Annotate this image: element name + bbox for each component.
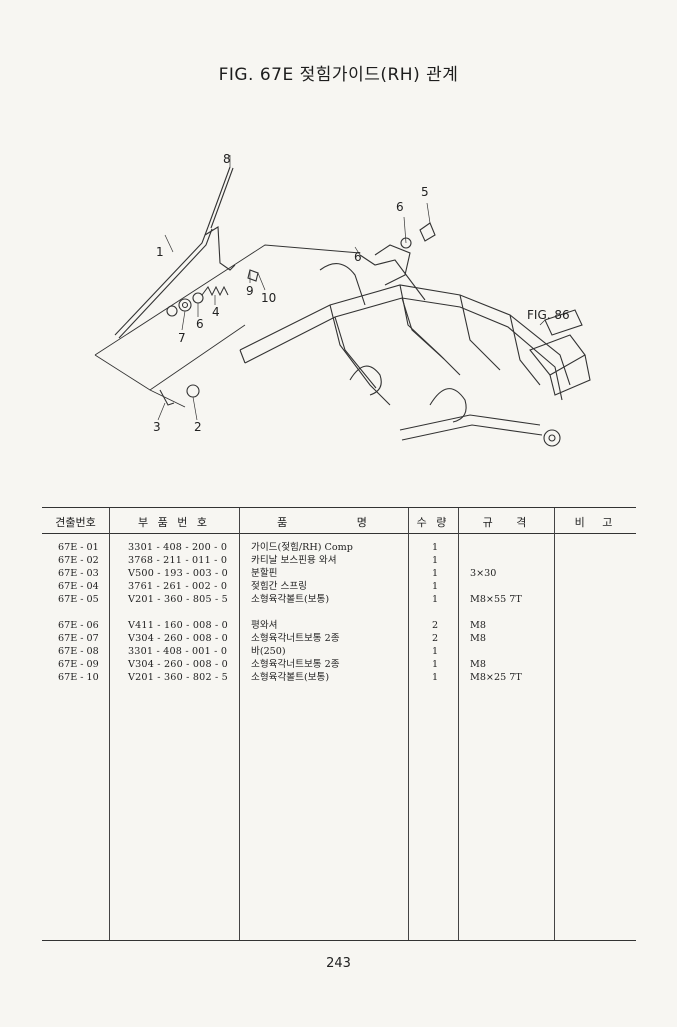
row-quantity: 1 — [431, 659, 439, 670]
row-name: 소형육각볼트(보통) — [251, 594, 330, 605]
callout-8: 8 — [223, 152, 231, 166]
table-row: 67E - 01 3301 - 408 - 200 - 0 가이드(젖힘/RH)… — [42, 541, 636, 554]
row-quantity: 2 — [431, 633, 439, 644]
callout-10: 10 — [261, 291, 277, 305]
row-name: 평와셔 — [251, 620, 278, 631]
row-part-number: V304 - 260 - 008 - 0 — [128, 633, 228, 644]
callout-4: 4 — [212, 305, 220, 319]
header-quantity: 수 량 — [416, 516, 450, 529]
table-row: 67E - 02 3768 - 211 - 011 - 0 카티날 보스핀용 와… — [42, 554, 636, 567]
table-row: 67E - 07 V304 - 260 - 008 - 0 소형육각너트보통 2… — [42, 632, 636, 645]
table-row: 67E - 10 V201 - 360 - 802 - 5 소형육각볼트(보통)… — [42, 671, 636, 684]
row-part-number: 3301 - 408 - 001 - 0 — [128, 646, 228, 657]
row-part-number: V304 - 260 - 008 - 0 — [128, 659, 228, 670]
row-no: 67E - 10 — [58, 672, 99, 683]
header-spec: 규 격 — [482, 516, 530, 529]
row-no: 67E - 08 — [58, 646, 99, 657]
row-quantity: 1 — [431, 581, 439, 592]
header-no: 견출번호 — [55, 516, 96, 529]
callout-1: 1 — [156, 245, 164, 259]
row-part-number: V201 - 360 - 805 - 5 — [128, 594, 228, 605]
row-name: 바(250) — [251, 646, 286, 657]
row-quantity: 1 — [431, 646, 439, 657]
header-name: 품 명 — [277, 516, 370, 529]
table-body: 67E - 01 3301 - 408 - 200 - 0 가이드(젖힘/RH)… — [42, 541, 636, 684]
row-no: 67E - 04 — [58, 581, 99, 592]
rod-part — [207, 166, 231, 228]
row-part-number: V500 - 193 - 003 - 0 — [128, 568, 228, 579]
row-name: 분할핀 — [251, 568, 278, 579]
row-spec: M8 — [470, 659, 486, 670]
callout-9: 9 — [246, 284, 254, 298]
row-name: 소형육각너트보통 2종 — [251, 633, 340, 644]
parts-diagram: 8 1 6 5 6 9 10 4 6 7 3 2 — [90, 145, 610, 485]
row-no: 67E - 01 — [58, 542, 99, 553]
row-part-number: V201 - 360 - 802 - 5 — [128, 672, 228, 683]
table-bottom-rule — [42, 940, 636, 941]
callout-6-top: 6 — [396, 200, 404, 214]
callout-7: 7 — [178, 331, 186, 345]
row-part-number: 3761 - 261 - 002 - 0 — [128, 581, 228, 592]
row-quantity: 1 — [431, 672, 439, 683]
exploded-view-drawing — [94, 155, 591, 447]
row-no: 67E - 06 — [58, 620, 99, 631]
row-name: 카티날 보스핀용 와셔 — [251, 555, 337, 566]
row-spec: M8×25 7T — [470, 672, 522, 683]
row-spec: M8×55 7T — [470, 594, 522, 605]
row-name: 가이드(젖힘/RH) Comp — [251, 542, 353, 553]
row-name: 젖힘간 스프링 — [251, 581, 308, 592]
row-spec: M8 — [470, 620, 486, 631]
page-number: 243 — [326, 956, 351, 971]
table-row: 67E - 06 V411 - 160 - 008 - 0 평와셔 2 M8 — [42, 619, 636, 632]
header-remarks: 비 고 — [574, 516, 616, 529]
callout-2: 2 — [194, 420, 202, 434]
table-row: 67E - 03 V500 - 193 - 003 - 0 분할핀 1 3×30 — [42, 567, 636, 580]
callout-3: 3 — [153, 420, 161, 434]
parts-table: 견출번호 부 품 번 호 품 명 수 량 규 격 비 고 67E - 01 33… — [42, 507, 636, 941]
row-part-number: 3301 - 408 - 200 - 0 — [128, 542, 228, 553]
row-spec: 3×30 — [470, 568, 497, 579]
row-part-number: V411 - 160 - 008 - 0 — [128, 620, 228, 631]
page-title: FIG. 67E 젖힘가이드(RH) 관계 — [218, 65, 459, 85]
row-quantity: 1 — [431, 542, 439, 553]
table-row: 67E - 04 3761 - 261 - 002 - 0 젖힘간 스프링 1 — [42, 580, 636, 593]
figure-reference: FIG. 86 — [527, 308, 570, 322]
row-spec: M8 — [470, 633, 486, 644]
callout-5: 5 — [421, 185, 429, 199]
row-name: 소형육각너트보통 2종 — [251, 659, 340, 670]
callout-6-washer: 6 — [196, 317, 204, 331]
row-quantity: 1 — [431, 555, 439, 566]
row-no: 67E - 05 — [58, 594, 99, 605]
table-row: 67E - 08 3301 - 408 - 001 - 0 바(250) 1 — [42, 645, 636, 658]
row-name: 소형육각볼트(보통) — [251, 672, 330, 683]
table-row: 67E - 05 V201 - 360 - 805 - 5 소형육각볼트(보통)… — [42, 593, 636, 606]
guide-part — [114, 226, 209, 336]
row-no: 67E - 02 — [58, 555, 99, 566]
row-quantity: 1 — [431, 568, 439, 579]
row-no: 67E - 07 — [58, 633, 99, 644]
row-no: 67E - 03 — [58, 568, 99, 579]
row-part-number: 3768 - 211 - 011 - 0 — [128, 555, 228, 566]
callout-6-frame: 6 — [354, 250, 362, 264]
row-quantity: 2 — [431, 620, 439, 631]
table-row: 67E - 09 V304 - 260 - 008 - 0 소형육각너트보통 2… — [42, 658, 636, 671]
row-no: 67E - 09 — [58, 659, 99, 670]
header-part-number: 부 품 번 호 — [138, 516, 210, 529]
row-quantity: 1 — [431, 594, 439, 605]
